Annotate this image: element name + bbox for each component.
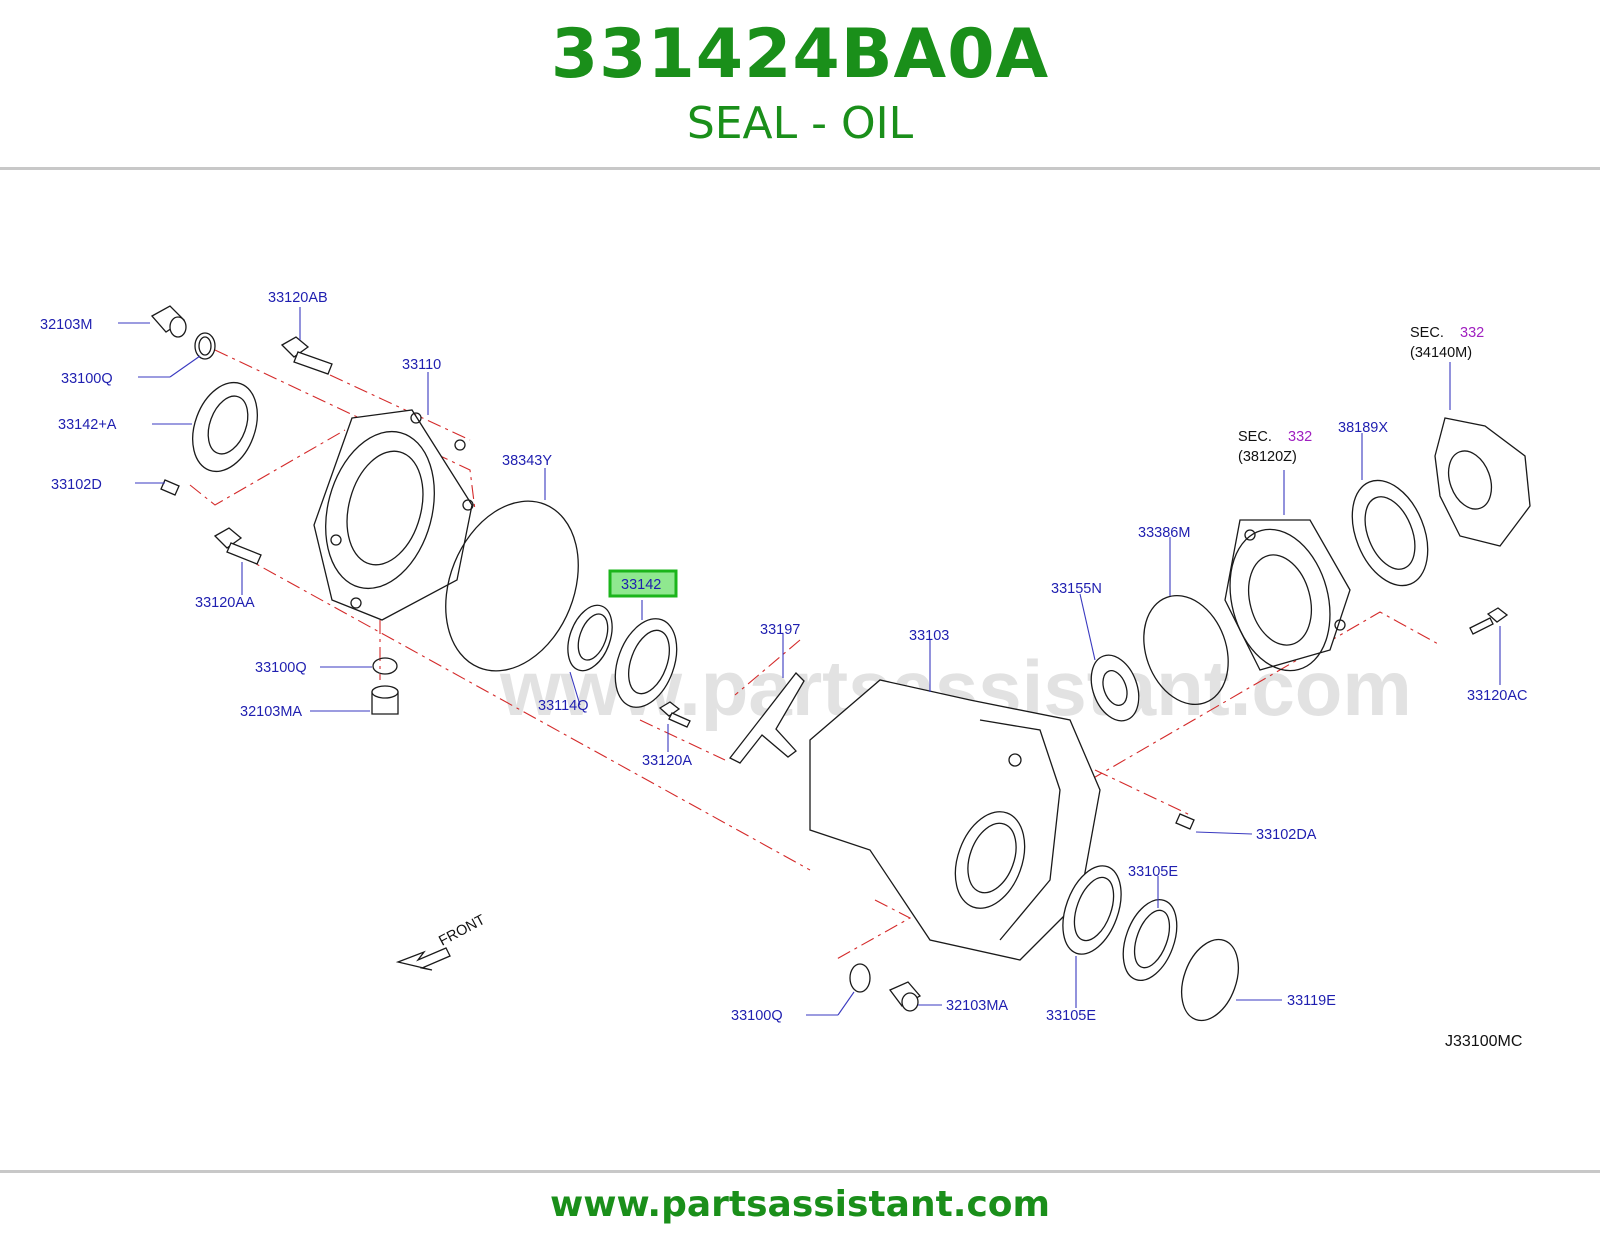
- callout-32103MA-bottom[interactable]: 32103MA: [946, 998, 1008, 1014]
- front-label: FRONT: [436, 912, 488, 950]
- footer-divider: [0, 1170, 1600, 1173]
- callout-33120A[interactable]: 33120A: [642, 753, 692, 769]
- callout-33142-highlighted[interactable]: 33142: [621, 577, 661, 593]
- bolt-33120AB: [280, 336, 333, 375]
- o-ring-38343Y: [445, 500, 579, 672]
- highlight-box: [608, 569, 678, 598]
- seal-33105E-lower: [1062, 865, 1122, 955]
- callout-38189X[interactable]: 38189X: [1338, 420, 1388, 436]
- callout-33114Q[interactable]: 33114Q: [538, 698, 589, 714]
- callout-32103MA-left[interactable]: 32103MA: [240, 704, 302, 720]
- sec-label-38120Z: SEC.: [1238, 429, 1272, 445]
- callout-33102D[interactable]: 33102D: [51, 477, 102, 493]
- callout-34140M[interactable]: (34140M): [1410, 345, 1472, 361]
- oil-seal-33142: [614, 618, 678, 708]
- seal-33114Q: [567, 604, 613, 672]
- washer-33100Q-mid: [372, 657, 398, 675]
- callout-33119E[interactable]: 33119E: [1287, 993, 1336, 1009]
- alignment-lines: [189, 349, 1441, 961]
- protector-33197: [729, 672, 805, 764]
- callout-33100Q-top[interactable]: 33100Q: [61, 371, 113, 387]
- part-number-title: 331424BA0A: [550, 15, 1050, 94]
- footer-url-link[interactable]: www.partsassistant.com: [549, 1184, 1051, 1225]
- seal-33105E-upper: [1122, 899, 1178, 981]
- adapter-housing-33110: [313, 409, 474, 621]
- bolt-33120A: [658, 701, 691, 728]
- callout-33155N[interactable]: 33155N: [1051, 581, 1102, 597]
- oil-seal-33142A: [192, 381, 258, 473]
- part-name-subtitle: SEAL - OIL: [686, 98, 914, 149]
- shim-33155N: [1090, 654, 1140, 722]
- bolt-33120AC: [1469, 607, 1509, 635]
- plug-32103M: [150, 305, 187, 338]
- callout-labels: 32103M 33100Q 33142+A 33102D 33120AB 331…: [40, 290, 1527, 1050]
- callout-33120AA[interactable]: 33120AA: [195, 595, 255, 611]
- callout-33102DA[interactable]: 33102DA: [1256, 827, 1317, 843]
- washer-33100Q-bottom: [849, 963, 871, 993]
- callout-33120AC[interactable]: 33120AC: [1467, 688, 1527, 704]
- callout-33100Q-mid[interactable]: 33100Q: [255, 660, 307, 676]
- callout-38120Z[interactable]: (38120Z): [1238, 449, 1297, 465]
- front-arrow-icon: [395, 947, 451, 971]
- transfer-case-33103: [809, 679, 1101, 961]
- header-divider: [0, 167, 1600, 170]
- callout-33110[interactable]: 33110: [402, 357, 441, 373]
- callout-33120AB[interactable]: 33120AB: [268, 290, 328, 306]
- companion-flange-34140M: [1434, 417, 1531, 547]
- diagram-code: J33100MC: [1445, 1033, 1522, 1050]
- callout-33142A[interactable]: 33142+A: [58, 417, 117, 433]
- dowel-33102D: [160, 479, 180, 496]
- leader-lines: [118, 307, 1501, 1016]
- plug-32103MA-left: [371, 685, 399, 715]
- callout-33386M[interactable]: 33386M: [1138, 525, 1190, 541]
- callout-32103M[interactable]: 32103M: [40, 317, 92, 333]
- dowel-33102DA: [1175, 813, 1195, 830]
- washer-33100Q-top: [194, 332, 216, 360]
- o-ring-33119E: [1181, 938, 1239, 1022]
- o-ring-33386M: [1143, 594, 1229, 706]
- washer-33100Q-top-inner: [198, 336, 212, 356]
- callout-33105E-upper[interactable]: 33105E: [1128, 864, 1178, 880]
- plug-32103MA-bottom: [888, 981, 922, 1012]
- callout-33197[interactable]: 33197: [760, 622, 800, 638]
- sec-number-38120Z[interactable]: 332: [1288, 429, 1312, 445]
- callout-38343Y[interactable]: 38343Y: [502, 453, 552, 469]
- callout-33100Q-bottom[interactable]: 33100Q: [731, 1008, 783, 1024]
- callout-33103[interactable]: 33103: [909, 628, 949, 644]
- page-header: 331424BA0A SEAL - OIL: [0, 0, 1600, 170]
- bearing-housing-38120Z: [1224, 519, 1351, 672]
- callout-33105E-lower[interactable]: 33105E: [1046, 1008, 1096, 1024]
- sec-label-34140M: SEC.: [1410, 325, 1444, 341]
- bolt-33120AA: [213, 527, 262, 565]
- sec-number-34140M[interactable]: 332: [1460, 325, 1484, 341]
- seal-38189X: [1351, 479, 1429, 587]
